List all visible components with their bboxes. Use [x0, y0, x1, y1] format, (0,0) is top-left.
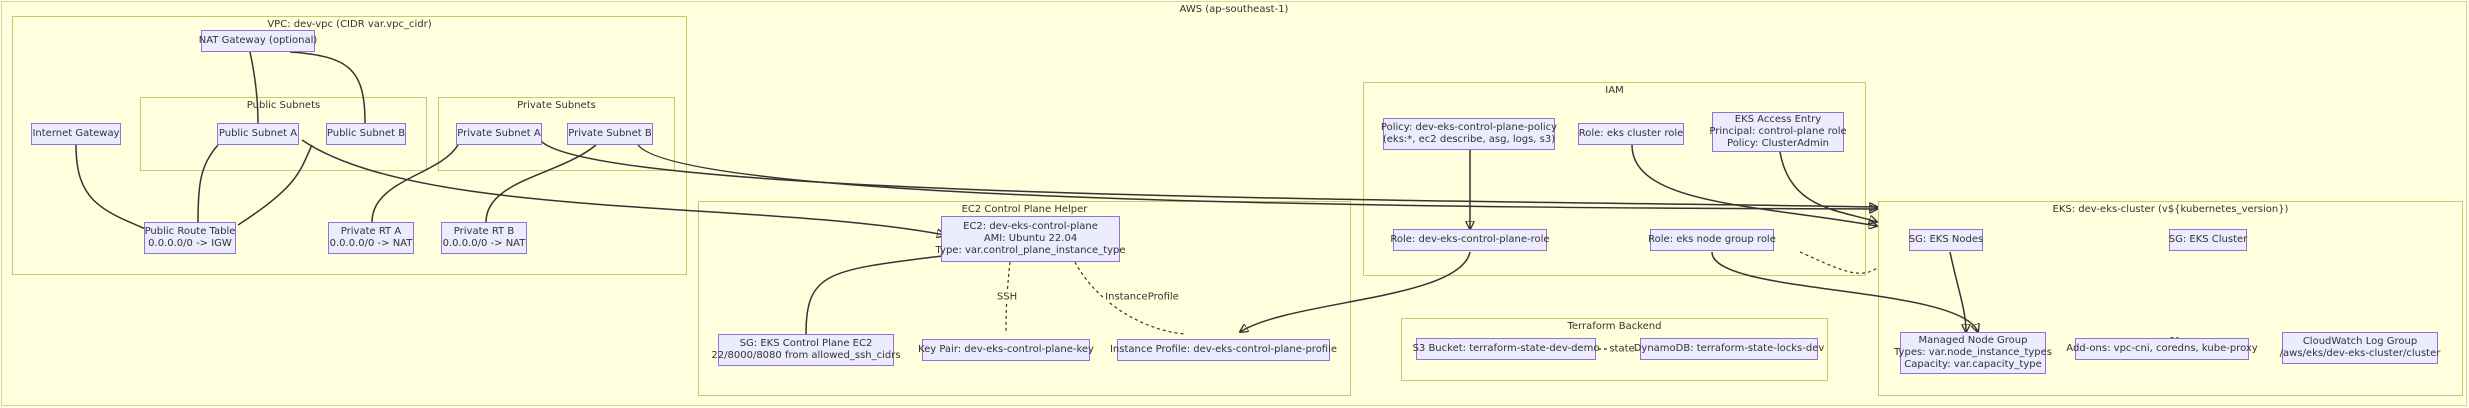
- sg-eks-nodes-node[interactable]: SG: EKS Nodes: [1909, 229, 1983, 251]
- edge-private-b-to-eks: [635, 139, 1877, 209]
- node-label-line: Add-ons: vpc-cni, coredns, kube-proxy: [2066, 343, 2258, 354]
- node-label-line: EC2: dev-eks-control-plane: [963, 221, 1098, 232]
- terraform-backend-cluster-title: Terraform Backend: [1567, 321, 1662, 332]
- node-label-line: Public Route Table: [144, 226, 236, 237]
- edge-ec2-to-sg: [805, 254, 951, 335]
- node-label-line: Private Subnet A: [457, 128, 541, 139]
- edge-ec2-to-instance-profile: [1074, 261, 1186, 335]
- instance-profile-node[interactable]: Instance Profile: dev-eks-control-plane-…: [1110, 339, 1337, 361]
- public-subnet-b-node[interactable]: Public Subnet B: [326, 123, 406, 145]
- s3-bucket-node[interactable]: S3 Bucket: terraform-state-dev-demo: [1413, 338, 1599, 360]
- eks-cluster-title: EKS: dev-eks-cluster (v${kubernetes_vers…: [2052, 204, 2289, 215]
- role-cluster-node[interactable]: Role: eks cluster role: [1578, 123, 1684, 145]
- edge-cp-role-to-instance-profile: [1240, 251, 1471, 332]
- node-label-line: Public Subnet A: [218, 128, 298, 139]
- public-subnets-cluster-title: Public Subnets: [246, 100, 321, 111]
- node-label-line: (eks:*, ec2 describe, asg, logs, s3): [1382, 134, 1556, 145]
- iam-cluster-title: IAM: [1605, 85, 1624, 96]
- node-label-line: Policy: dev-eks-control-plane-policy: [1380, 122, 1558, 133]
- node-label-line: NAT Gateway (optional): [198, 35, 318, 46]
- role-control-plane-node[interactable]: Role: dev-eks-control-plane-role: [1390, 229, 1550, 251]
- edge-public-b-to-public-rt: [237, 144, 313, 226]
- edge-private-a-to-rt-a: [371, 144, 459, 223]
- edge-public-a-to-ec2: [301, 139, 945, 235]
- node-label-line: Policy: ClusterAdmin: [1727, 138, 1829, 149]
- nat-gateway-node[interactable]: NAT Gateway (optional): [198, 30, 318, 52]
- edge-nat-to-public-b: [289, 51, 366, 124]
- internet-gateway-node[interactable]: Internet Gateway: [31, 123, 121, 145]
- edge-label-instance-profile: InstanceProfile: [1103, 291, 1181, 303]
- node-label-line: Public Subnet B: [326, 128, 406, 139]
- edge-label-ssh: SSH: [994, 291, 1020, 303]
- node-label-line: Role: eks node group role: [1648, 234, 1776, 245]
- edge-private-a-to-eks: [539, 139, 1877, 207]
- node-label-line: Types: var.node_instance_types: [1894, 347, 2053, 358]
- private-subnet-b-node[interactable]: Private Subnet B: [567, 123, 653, 145]
- sg-eks-cluster-node[interactable]: SG: EKS Cluster: [2169, 229, 2247, 251]
- node-label-line: S3 Bucket: terraform-state-dev-demo: [1412, 343, 1600, 354]
- node-label-line: Managed Node Group: [1918, 335, 2028, 346]
- node-label-line: Role: dev-eks-control-plane-role: [1390, 234, 1550, 245]
- edge-sg-nodes-to-node-group: [1949, 251, 1966, 332]
- ec2-helper-cluster-title: EC2 Control Plane Helper: [961, 204, 1088, 215]
- addons-node[interactable]: Add-ons: vpc-cni, coredns, kube-proxy: [2066, 338, 2258, 360]
- node-label-line: Type: var.control_plane_instance_type: [935, 245, 1126, 256]
- edge-private-b-to-rt-b: [485, 144, 597, 223]
- node-label-line: Role: eks cluster role: [1578, 128, 1684, 139]
- node-label-line: SG: EKS Nodes: [1908, 234, 1984, 245]
- role-node-group-node[interactable]: Role: eks node group role: [1648, 229, 1776, 251]
- node-label-line: DynamoDB: terraform-state-locks-dev: [1633, 343, 1825, 354]
- node-label-line: Private RT B: [453, 226, 515, 237]
- node-label-line: SG: EKS Cluster: [2168, 234, 2248, 245]
- edge-node-role-to-node-group: [1711, 251, 1978, 332]
- node-label-line: SG: EKS Control Plane EC2: [739, 338, 873, 349]
- node-label-line: 0.0.0.0/0 -> NAT: [329, 238, 413, 249]
- edge-cluster-role-to-eks: [1631, 144, 1877, 226]
- node-label-line: Internet Gateway: [32, 128, 120, 139]
- vpc-cluster-title: VPC: dev-vpc (CIDR var.vpc_cidr): [267, 19, 432, 30]
- node-label-line: 0.0.0.0/0 -> IGW: [148, 238, 232, 249]
- node-label-line: Instance Profile: dev-eks-control-plane-…: [1109, 344, 1338, 355]
- node-label-line: 22/8000/8080 from allowed_ssh_cidrs: [711, 350, 901, 361]
- edge-public-a-to-public-rt: [197, 144, 219, 223]
- edge-ec2-to-keypair: [1005, 261, 1011, 335]
- public-subnet-a-node[interactable]: Public Subnet A: [217, 123, 299, 145]
- key-pair-node[interactable]: Key Pair: dev-eks-control-plane-key: [918, 339, 1094, 361]
- node-label-line: AMI: Ubuntu 22.04: [983, 233, 1078, 244]
- node-label-line: /aws/eks/dev-eks-cluster/cluster: [2279, 348, 2441, 359]
- policy-node[interactable]: Policy: dev-eks-control-plane-policy(eks…: [1380, 118, 1558, 150]
- edge-nat-to-public-a: [249, 51, 259, 124]
- node-label-line: Private RT A: [340, 226, 402, 237]
- node-label-line: Key Pair: dev-eks-control-plane-key: [918, 344, 1094, 355]
- node-label-line: CloudWatch Log Group: [2302, 336, 2418, 347]
- edge-cp-role-to-eks: [1799, 251, 1878, 274]
- aws-region-title: AWS (ap-southeast-1): [1179, 4, 1289, 15]
- private-subnet-a-node[interactable]: Private Subnet A: [456, 123, 542, 145]
- edge-igw-to-public-rt: [75, 144, 149, 231]
- dynamodb-node[interactable]: DynamoDB: terraform-state-locks-dev: [1634, 338, 1824, 360]
- node-label-line: Capacity: var.capacity_type: [1904, 359, 2042, 370]
- edge-access-entry-to-eks: [1779, 151, 1877, 222]
- node-label-line: 0.0.0.0/0 -> NAT: [442, 238, 526, 249]
- node-label-line: Private Subnet B: [568, 128, 652, 139]
- cloudwatch-node[interactable]: CloudWatch Log Group/aws/eks/dev-eks-clu…: [2279, 332, 2441, 364]
- private-subnets-cluster-title: Private Subnets: [517, 100, 596, 111]
- node-label-line: EKS Access Entry: [1734, 114, 1822, 125]
- node-label-line: Principal: control-plane role: [1709, 126, 1847, 137]
- edge-label-state: state: [1607, 343, 1637, 355]
